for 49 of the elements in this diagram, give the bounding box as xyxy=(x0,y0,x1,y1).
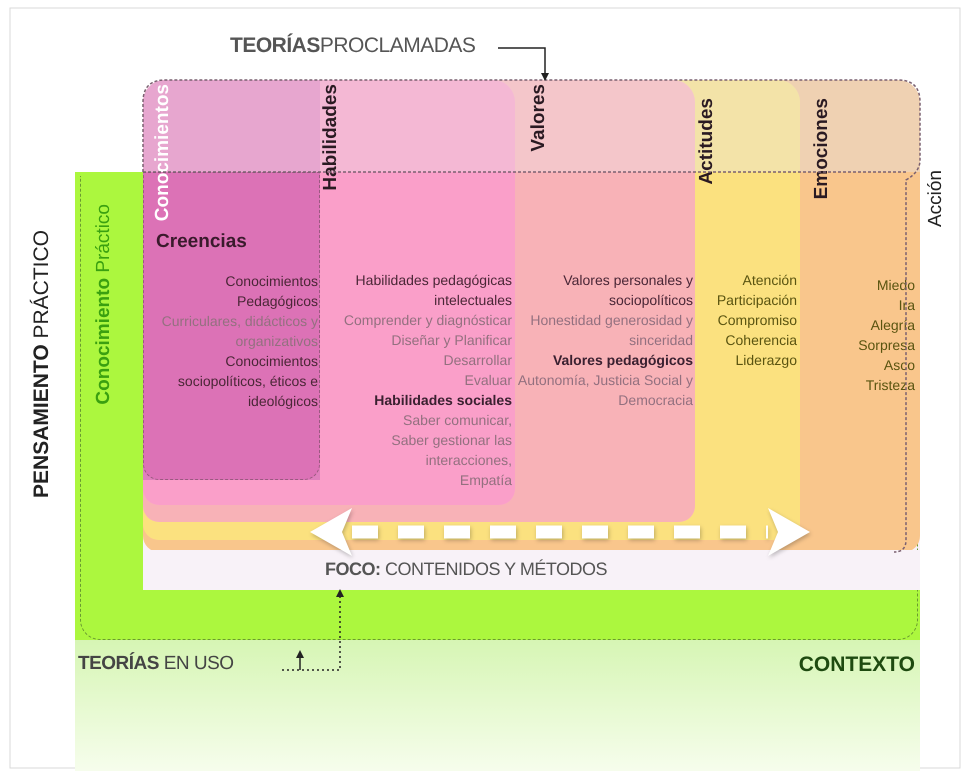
list-item-text: Coherencia xyxy=(725,331,797,350)
context-panel xyxy=(75,640,920,771)
list-item-text: Asco xyxy=(884,356,915,375)
list-item-text: Sorpresa xyxy=(858,336,915,355)
subheading-text: Habilidades sociales xyxy=(374,391,512,410)
heading-text: TEORÍAS EN USO xyxy=(78,653,234,675)
list-item-text: Habilidades pedagógicas intelectuales xyxy=(354,271,512,310)
heading-text: FOCO: CONTENIDOS Y MÉTODOS xyxy=(325,559,608,580)
heading-text: Creencias xyxy=(156,231,247,253)
practical-knowledge-panel xyxy=(75,80,920,640)
category-column xyxy=(143,80,800,540)
list-item-text: Saber comunicar, xyxy=(403,411,512,430)
list-item-text: Diseñar y Planificar xyxy=(391,331,512,350)
column-heading: Valores xyxy=(528,84,550,152)
list-item-text: Comprender y diagnósticar xyxy=(344,311,512,330)
list-item-text: Empatía xyxy=(460,471,512,490)
heading-text: CONTEXTO xyxy=(798,653,915,677)
list-item-text: Miedo xyxy=(876,276,915,295)
list-item-text: Alegría xyxy=(870,316,915,335)
subheading-text: Valores pedagógicos xyxy=(552,351,693,370)
list-item-text: Atención xyxy=(742,271,797,290)
list-item-text: Liderazgo xyxy=(736,351,797,370)
list-item-text: Curriculares, didácticos y organizativos xyxy=(160,312,318,351)
side-label: Acción xyxy=(925,170,947,228)
column-heading: Actitudes xyxy=(696,98,718,185)
list-item-text: Tristeza xyxy=(866,376,915,395)
connector-arrow xyxy=(498,47,549,81)
list-item-text: Conocimientos sociopolíticos, éticos e ideológicos xyxy=(176,352,318,411)
heading-text: TEORÍASPROCLAMADAS xyxy=(230,34,476,58)
list-item-text: Autonomía, Justicia Social y Democracia xyxy=(516,371,693,410)
list-item-text: Compromiso xyxy=(718,311,797,330)
side-label: PENSAMIENTO PRÁCTICO xyxy=(30,230,54,498)
list-item-text: Participación xyxy=(716,291,797,310)
list-item-text: Honestidad generosidad y sinceridad xyxy=(529,311,693,350)
category-column xyxy=(143,80,320,480)
column-heading: Emociones xyxy=(811,98,833,200)
column-heading: Conocimiento Práctico xyxy=(93,204,115,405)
category-column xyxy=(143,80,515,505)
list-item-text: Ira xyxy=(898,296,915,315)
list-item-text: Evaluar xyxy=(464,371,512,390)
list-item-text: Valores personales y sociopolíticos xyxy=(562,271,693,310)
column-heading: Habilidades xyxy=(320,84,342,191)
list-item-text: Conocimientos Pedagógicos xyxy=(224,272,318,311)
category-column xyxy=(143,80,695,522)
connector-arrow xyxy=(282,589,344,671)
column-heading: Conocimientos xyxy=(152,84,174,222)
focus-band xyxy=(143,550,920,590)
list-item-text: Desarrollar xyxy=(444,351,512,370)
list-item-text: Saber gestionar las interacciones, xyxy=(390,431,512,470)
